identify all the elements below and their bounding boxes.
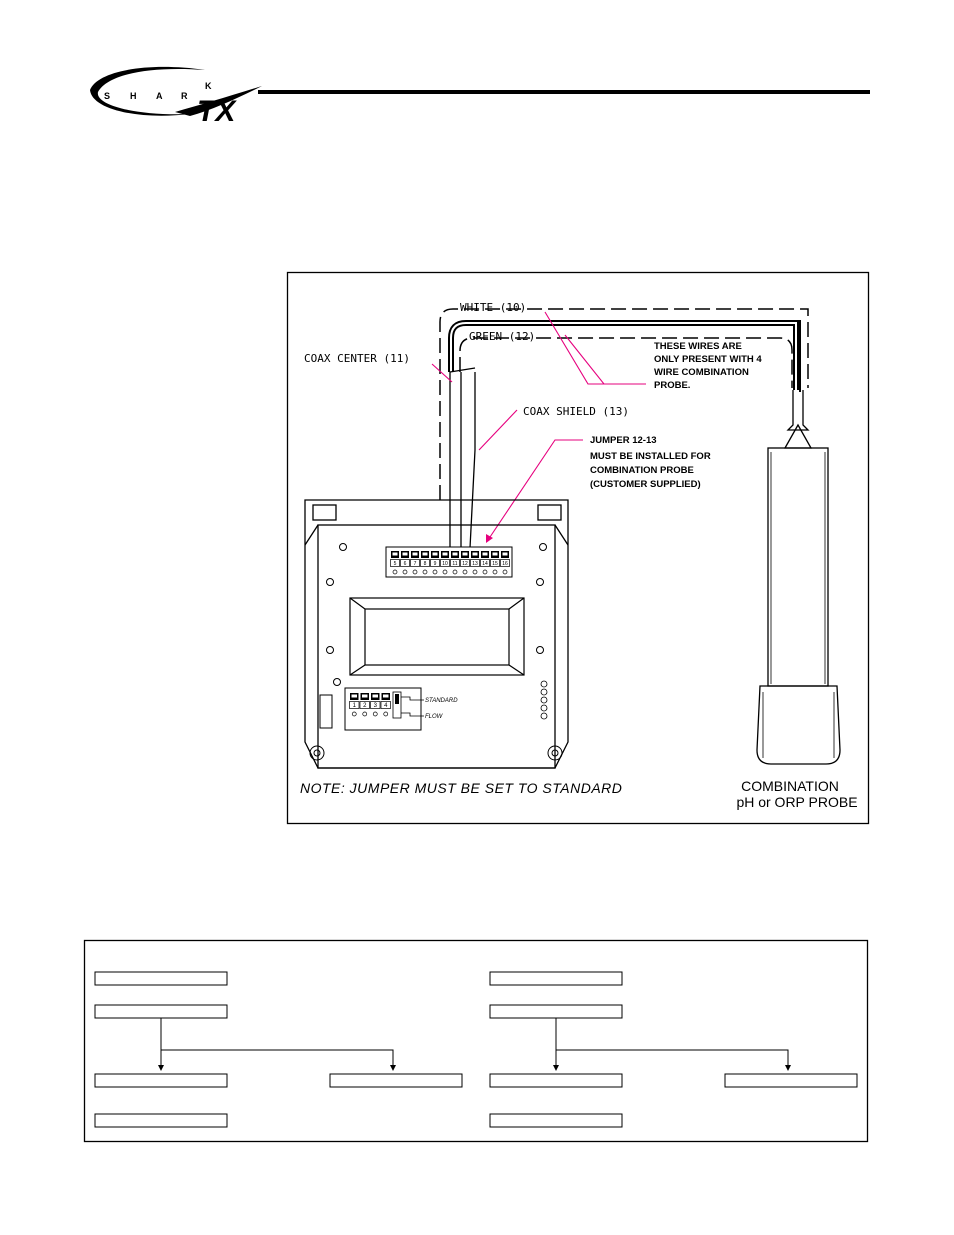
small-terminal-2: 2 xyxy=(359,693,370,717)
flow-connector xyxy=(555,1018,789,1066)
coax-shield-label: COAX SHIELD (13) xyxy=(523,405,629,418)
flowchart-right xyxy=(489,971,858,1128)
terminal-8: 8 xyxy=(420,551,430,575)
flow-box xyxy=(489,1113,623,1128)
terminal-9: 9 xyxy=(430,551,440,575)
flow-connector xyxy=(160,1018,394,1066)
terminal-5: 5 xyxy=(390,551,400,575)
terminal-11: 11 xyxy=(450,551,460,575)
header-rule xyxy=(258,90,870,94)
terminal-label: 8 xyxy=(424,561,427,567)
indicator-leds xyxy=(540,680,548,720)
terminal-label: 10 xyxy=(442,561,448,567)
small-terminal-label: 2 xyxy=(363,703,367,709)
terminal-label: 12 xyxy=(462,561,468,567)
flowchart-frame xyxy=(83,939,869,1143)
wiring-diagram-frame xyxy=(286,271,870,825)
terminal-label: 5 xyxy=(394,561,397,567)
flow-label: FLOW xyxy=(425,714,444,720)
small-terminal-1: 1 xyxy=(349,693,360,717)
terminal-label: 7 xyxy=(414,561,417,567)
coax-cable xyxy=(449,367,476,549)
terminal-label: 15 xyxy=(492,561,498,567)
terminal-row: 5 6 7 8 9 10 11 12 13 14 15 16 xyxy=(390,551,510,575)
terminal-6: 6 xyxy=(400,551,410,575)
small-terminal-3: 3 xyxy=(370,693,381,717)
terminal-13: 13 xyxy=(470,551,480,575)
flow-arrowhead xyxy=(553,1065,559,1071)
terminal-block: 5 6 7 8 9 10 11 12 13 14 15 16 xyxy=(385,546,513,578)
jumper-setting-note: NOTE: JUMPER MUST BE SET TO STANDARD xyxy=(300,780,622,796)
leader-arrowhead xyxy=(486,534,493,543)
jumper-note-line-3: COMBINATION PROBE xyxy=(590,465,694,476)
terminal-label: 14 xyxy=(482,561,488,567)
probe-caption-line-1: COMBINATION xyxy=(741,778,839,794)
flow-box xyxy=(94,1073,228,1088)
logo-letter-a: A xyxy=(156,91,163,101)
flowchart-left xyxy=(94,971,463,1128)
terminal-label: 13 xyxy=(472,561,478,567)
terminal-label: 16 xyxy=(502,561,508,567)
small-terminal-label: 1 xyxy=(353,703,357,709)
logo-letter-h: H xyxy=(130,91,137,101)
flow-arrowhead xyxy=(785,1065,791,1071)
terminal-15: 15 xyxy=(490,551,500,575)
flow-box xyxy=(489,1073,623,1088)
green-wire-label: GREEN (12) xyxy=(469,330,535,343)
terminal-16: 16 xyxy=(500,551,510,575)
display-window xyxy=(349,597,525,676)
flow-box xyxy=(94,971,228,986)
flow-box xyxy=(489,1004,623,1019)
jumper-arrows xyxy=(401,696,424,717)
terminal-14: 14 xyxy=(480,551,490,575)
four-wire-note-line-2: ONLY PRESENT WITH 4 xyxy=(654,354,762,365)
small-terminal-4: 4 xyxy=(380,693,391,717)
standard-label: STANDARD xyxy=(425,698,458,704)
probe-caption-line-2: pH or ORP PROBE xyxy=(736,794,857,810)
combination-probe xyxy=(756,390,841,765)
shark-tx-logo: S H A R K TX xyxy=(90,66,262,128)
flow-box xyxy=(94,1004,228,1019)
green-wire xyxy=(448,320,799,390)
jumper-note-line-4: (CUSTOMER SUPPLIED) xyxy=(590,479,701,490)
coax-center-label: COAX CENTER (11) xyxy=(304,352,410,365)
logo-letter-r: R xyxy=(181,91,188,101)
flow-box xyxy=(724,1073,858,1088)
small-terminal-label: 3 xyxy=(374,703,378,709)
small-terminal-label: 4 xyxy=(384,703,388,709)
leader-lines xyxy=(431,311,646,541)
flow-box xyxy=(489,971,623,986)
flow-box xyxy=(94,1113,228,1128)
terminal-label: 9 xyxy=(434,561,437,567)
terminal-7: 7 xyxy=(410,551,420,575)
four-wire-note-line-4: PROBE. xyxy=(654,380,690,391)
controller-enclosure xyxy=(304,499,569,769)
four-wire-note-line-3: WIRE COMBINATION xyxy=(654,367,749,378)
logo-letter-s: S xyxy=(104,91,110,101)
logo-letter-k: K xyxy=(205,81,212,91)
mounting-screws xyxy=(309,543,563,761)
white-wire-label: WHITE (10) xyxy=(460,301,526,314)
logo-tx: TX xyxy=(197,95,237,128)
flow-box xyxy=(329,1073,463,1088)
terminal-label: 11 xyxy=(452,561,457,567)
terminal-10: 10 xyxy=(440,551,450,575)
probe-body-shading xyxy=(762,452,835,758)
flow-arrowhead xyxy=(158,1065,164,1071)
jumper-note-line-1: JUMPER 12-13 xyxy=(590,435,657,446)
flow-arrowhead xyxy=(390,1065,396,1071)
terminal-label: 6 xyxy=(404,561,407,567)
side-slot xyxy=(319,694,333,729)
cable-jacket-outline xyxy=(439,308,809,500)
jumper-note-line-2: MUST BE INSTALLED FOR xyxy=(590,451,711,462)
terminal-12: 12 xyxy=(460,551,470,575)
four-wire-note-line-1: THESE WIRES ARE xyxy=(654,341,742,352)
